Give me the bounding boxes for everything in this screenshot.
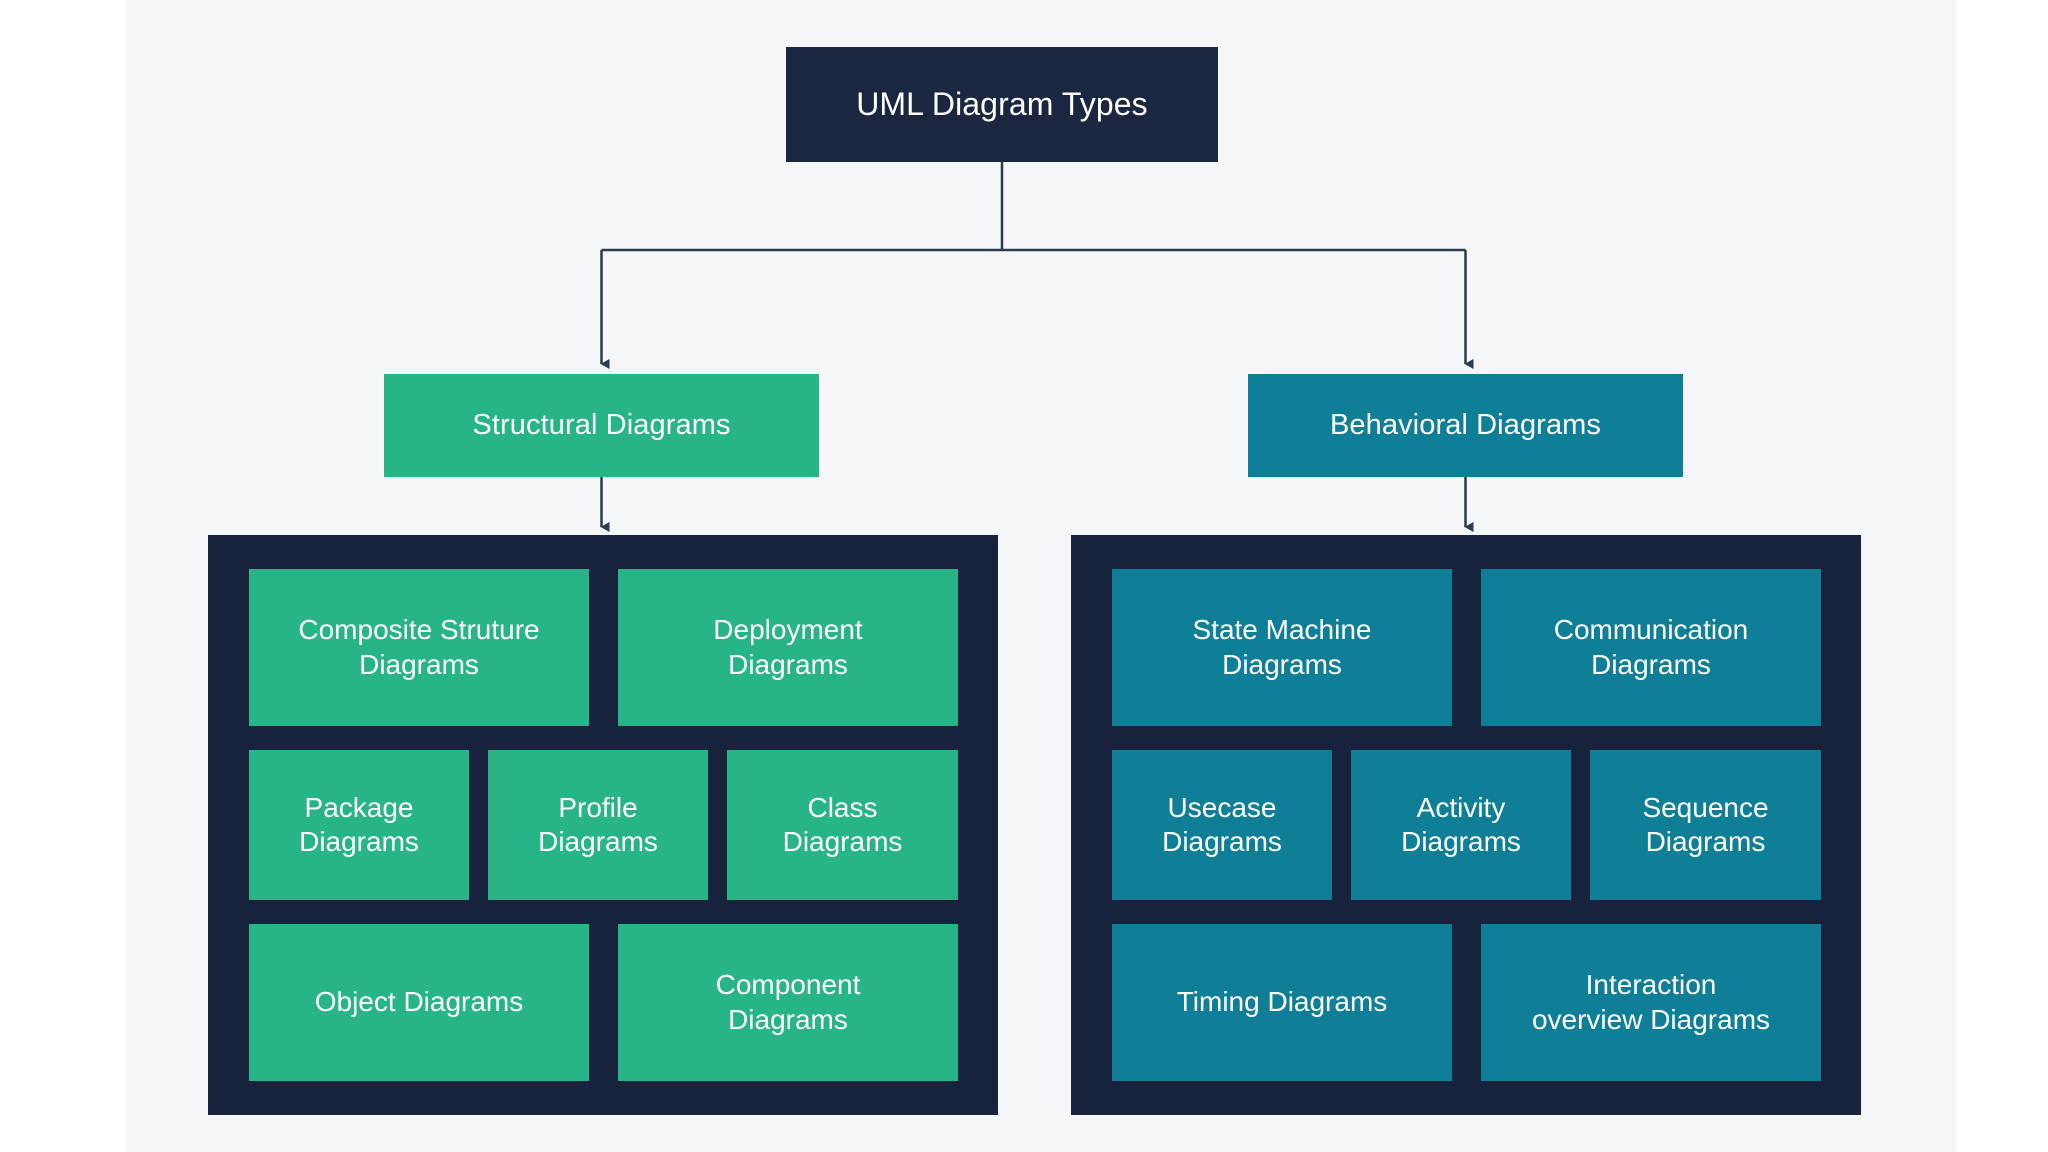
leaf-composite-struture-diagrams[interactable]: Composite Struture Diagrams <box>249 569 589 726</box>
leaf-object-diagrams[interactable]: Object Diagrams <box>249 924 589 1081</box>
leaf-usecase-diagrams[interactable]: Usecase Diagrams <box>1112 750 1332 900</box>
category-node-behavioral-diagrams[interactable]: Behavioral Diagrams <box>1248 374 1683 477</box>
leaf-communication-diagrams[interactable]: Communication Diagrams <box>1481 569 1821 726</box>
leaf-deployment-diagrams[interactable]: Deployment Diagrams <box>618 569 958 726</box>
structural-diagrams-panel: Composite Struture Diagrams Deployment D… <box>208 535 998 1115</box>
category-node-structural-diagrams[interactable]: Structural Diagrams <box>384 374 819 477</box>
leaf-state-machine-diagrams[interactable]: State Machine Diagrams <box>1112 569 1452 726</box>
leaf-timing-diagrams[interactable]: Timing Diagrams <box>1112 924 1452 1081</box>
leaf-class-diagrams[interactable]: Class Diagrams <box>727 750 958 900</box>
leaf-profile-diagrams[interactable]: Profile Diagrams <box>488 750 708 900</box>
leaf-component-diagrams[interactable]: Component Diagrams <box>618 924 958 1081</box>
leaf-activity-diagrams[interactable]: Activity Diagrams <box>1351 750 1571 900</box>
root-node-uml-diagram-types[interactable]: UML Diagram Types <box>786 47 1218 162</box>
leaf-package-diagrams[interactable]: Package Diagrams <box>249 750 469 900</box>
leaf-sequence-diagrams[interactable]: Sequence Diagrams <box>1590 750 1821 900</box>
behavioral-diagrams-panel: State Machine Diagrams Communication Dia… <box>1071 535 1861 1115</box>
diagram-canvas: UML Diagram Types Structural Diagrams Be… <box>126 0 1956 1152</box>
leaf-interaction-overview-diagrams[interactable]: Interaction overview Diagrams <box>1481 924 1821 1081</box>
